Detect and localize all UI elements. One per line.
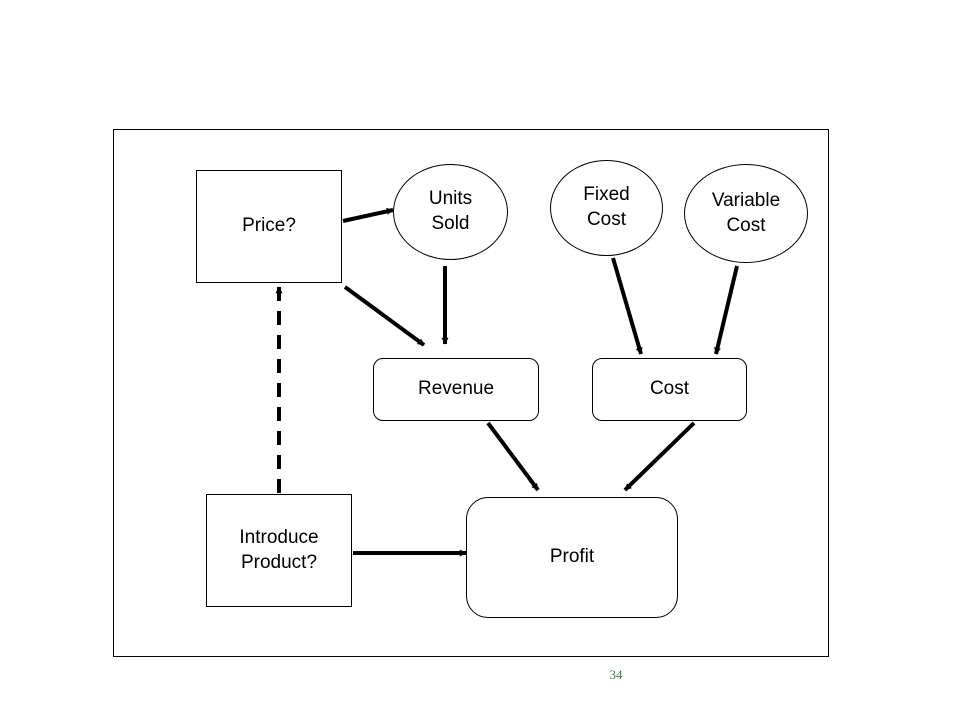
- units-sold-node: Units Sold: [393, 164, 508, 260]
- page-number: 34: [609, 667, 623, 682]
- fixed-cost-node: Fixed Cost: [550, 160, 663, 256]
- price-decision-node: Price?: [196, 170, 342, 283]
- variable-cost-node: Variable Cost: [684, 164, 808, 263]
- profit-node: Profit: [466, 497, 678, 618]
- diagram-frame: [113, 129, 829, 657]
- cost-node: Cost: [592, 358, 747, 421]
- revenue-node: Revenue: [373, 358, 539, 421]
- introduce-product-decision-node: Introduce Product?: [206, 494, 352, 607]
